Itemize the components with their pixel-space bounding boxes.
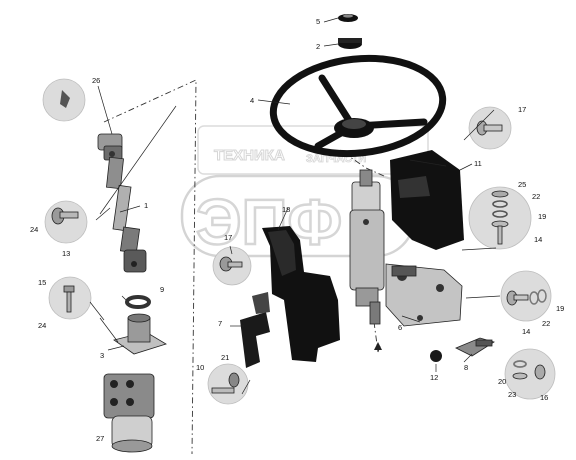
column-mount-6 bbox=[385, 263, 463, 327]
seal-ring bbox=[125, 295, 151, 309]
watermark-brand-top: ТЕХНИКА bbox=[214, 147, 285, 164]
steering-column bbox=[349, 169, 385, 325]
callout-17-top: 17 bbox=[518, 105, 526, 114]
callout-9: 9 bbox=[160, 285, 164, 294]
callout-16: 16 bbox=[540, 393, 548, 402]
column-bracket bbox=[113, 313, 167, 355]
callout-13: 13 bbox=[62, 249, 70, 258]
key-part bbox=[60, 90, 70, 108]
hydraulic-unit bbox=[103, 373, 155, 453]
callout-14-upper: 14 bbox=[534, 235, 542, 244]
panel-7 bbox=[240, 292, 270, 368]
callout-6: 6 bbox=[398, 323, 402, 332]
panel-18 bbox=[262, 226, 340, 362]
callout-5: 5 bbox=[316, 17, 320, 26]
callout-22-upper: 22 bbox=[532, 192, 540, 201]
callout-12: 12 bbox=[430, 373, 438, 382]
horn-cap-shine bbox=[343, 14, 353, 18]
callout-3: 3 bbox=[100, 351, 104, 360]
wheel-nut-body bbox=[338, 38, 362, 43]
callout-25: 25 bbox=[518, 180, 526, 189]
callout-7: 7 bbox=[218, 319, 222, 328]
detail-bubble-washers bbox=[468, 186, 532, 250]
plug-12 bbox=[430, 350, 442, 362]
callout-10: 10 bbox=[196, 363, 204, 372]
callout-11: 11 bbox=[474, 159, 482, 168]
callouts: 5 2 4 26 17 11 1 24 13 18 17 25 22 19 14… bbox=[30, 17, 564, 443]
lever-8 bbox=[455, 337, 495, 357]
callout-14-lower: 14 bbox=[522, 327, 530, 336]
callout-1: 1 bbox=[144, 201, 148, 210]
callout-15: 15 bbox=[38, 278, 46, 287]
cardan-shaft bbox=[97, 133, 147, 273]
callout-27: 27 bbox=[96, 434, 104, 443]
steering-wheel bbox=[269, 54, 447, 158]
callout-19-upper: 19 bbox=[538, 212, 546, 221]
watermark-logo: ЭПФ bbox=[196, 186, 342, 258]
callout-19-lower: 19 bbox=[556, 304, 564, 313]
callout-22-lower: 22 bbox=[542, 319, 550, 328]
leader-lines bbox=[89, 17, 501, 395]
callout-17-center: 17 bbox=[224, 233, 232, 242]
callout-23: 23 bbox=[508, 390, 516, 399]
detail-bubble-24-13 bbox=[44, 200, 88, 244]
callout-24-lower: 24 bbox=[38, 321, 46, 330]
callout-20: 20 bbox=[498, 377, 506, 386]
detail-bubble-10-21 bbox=[207, 363, 249, 405]
watermark-frame bbox=[197, 125, 429, 175]
callout-2: 2 bbox=[316, 42, 320, 51]
callout-8: 8 bbox=[464, 363, 468, 372]
callout-4: 4 bbox=[250, 96, 254, 105]
callout-18-center: 18 bbox=[282, 205, 290, 214]
panel-11 bbox=[390, 150, 464, 250]
callout-26: 26 bbox=[92, 76, 100, 85]
callout-21: 21 bbox=[221, 353, 229, 362]
assembly-arrow bbox=[374, 342, 382, 350]
callout-24-upper: 24 bbox=[30, 225, 38, 234]
